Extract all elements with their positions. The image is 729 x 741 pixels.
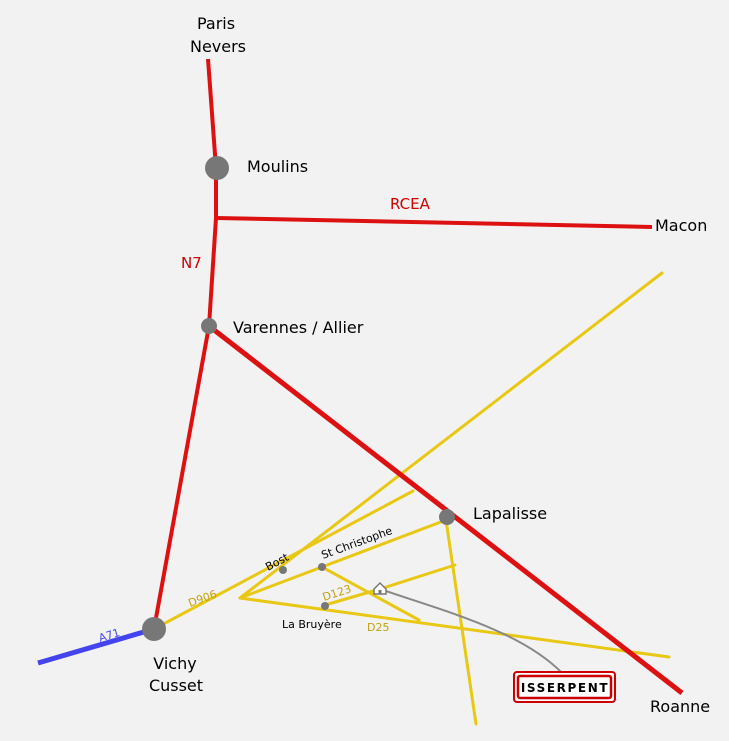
label-roanne: Roanne [650,697,710,716]
house-icon [373,581,387,595]
moulins-dot [205,156,229,180]
road-label-d25: D25 [367,621,389,634]
label-paris: Paris [197,14,235,33]
label-cusset: Cusset [149,676,203,695]
road-d123 [320,565,421,622]
road-d906 [152,489,415,631]
road-link-d123 [323,587,382,607]
road-st-christophe [238,518,448,600]
st-christophe-dot [318,563,326,571]
departmental-roads [152,271,671,726]
road-label-n7: N7 [181,254,202,272]
lapalisse-dot [439,509,455,525]
isserpent-link [379,588,563,674]
road-rcea [215,216,653,229]
road-d25 [238,596,671,659]
varennes-dot [201,318,217,334]
road-lapalisse-south [444,518,478,726]
isserpent-sign: ISSERPENT [513,671,616,703]
road-a71 [37,626,155,666]
road-label-a71: A71 [97,626,121,645]
road-d906-east [238,271,664,600]
town-dots [142,156,455,641]
sign-text: ISSERPENT [521,681,609,695]
vichy-dot [142,617,166,641]
label-la-bruyere: La Bruyère [282,618,342,631]
road-label-d906: D906 [187,588,219,610]
bost-dot [279,566,287,574]
road-link-east [378,563,457,591]
la-bruyere-dot [321,602,329,610]
label-nevers: Nevers [190,37,246,56]
label-macon: Macon [655,216,707,235]
road-label-rcea: RCEA [390,195,431,213]
label-moulins: Moulins [247,157,308,176]
national-roads [152,58,684,695]
road-n7-north [152,58,218,630]
label-varennes: Varennes / Allier [233,318,364,337]
label-lapalisse: Lapalisse [473,504,547,523]
label-vichy: Vichy [153,654,196,673]
